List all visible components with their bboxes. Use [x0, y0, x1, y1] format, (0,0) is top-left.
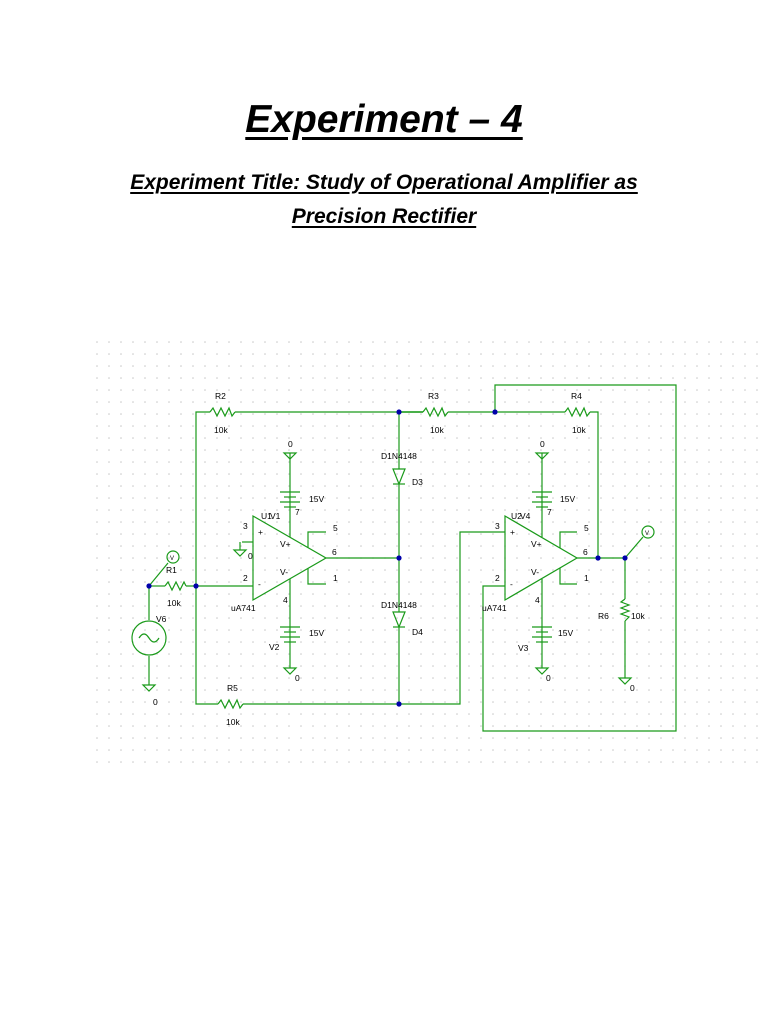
label-r5-value: 10k: [226, 717, 240, 727]
label-d3-model: D1N4148: [381, 451, 417, 461]
schematic-text: 0: [295, 673, 300, 683]
schematic-text: 0: [540, 439, 545, 449]
label-v4-value: 15V: [560, 494, 575, 504]
supply-v4: [532, 453, 552, 508]
wires: [148, 384, 677, 732]
label-d4: D4: [412, 627, 423, 637]
ac-source-v6: [131, 620, 167, 656]
schematic-text: 1: [333, 573, 338, 583]
schematic-text: 0: [153, 697, 158, 707]
label-r5: R5: [227, 683, 238, 693]
schematic-text: 0: [248, 551, 253, 561]
label-u1: U1: [261, 511, 272, 521]
ground-symbols: [141, 452, 633, 692]
schematic-grid: [90, 335, 758, 765]
schematic-text: 7: [547, 507, 552, 517]
schematic-text: V: [645, 531, 649, 537]
schematic-text: V: [170, 556, 174, 562]
schematic-text: 1: [584, 573, 589, 583]
label-v2-value: 15V: [309, 628, 324, 638]
schematic-text: -: [510, 579, 513, 589]
subtitle-line-1: Experiment Title: Study of Operational A…: [130, 171, 638, 194]
schematic-text: 0: [630, 683, 635, 693]
schematic-text: 0: [288, 439, 293, 449]
schematic-text: 4: [283, 595, 288, 605]
label-r1-value: 10k: [167, 598, 181, 608]
schematic-text: 2: [495, 573, 500, 583]
label-u2: U2: [511, 511, 522, 521]
schematic-text: V-: [531, 567, 539, 577]
label-r1: R1: [166, 565, 177, 575]
label-r4: R4: [571, 391, 582, 401]
label-v4: V4: [520, 511, 531, 521]
schematic-text: 2: [243, 573, 248, 583]
schematic-text: 0: [546, 673, 551, 683]
label-r6: R6: [598, 611, 609, 621]
schematic-text: 6: [583, 547, 588, 557]
opamp-u1: [252, 475, 328, 617]
subtitle-line-2: Precision Rectifier: [291, 205, 477, 228]
label-v1-value: 15V: [309, 494, 324, 504]
label-u2-model: uA741: [482, 603, 507, 613]
label-d3: D3: [412, 477, 423, 487]
schematic-text: +: [258, 527, 263, 537]
component-labels: R2 10k R3 10k R4 10k R5 10k R1 10k R6 10…: [153, 391, 649, 727]
label-v6: V6: [156, 614, 167, 624]
supply-v1: [280, 453, 300, 508]
schematic-text: 6: [332, 547, 337, 557]
label-v3-value: 15V: [558, 628, 573, 638]
label-r3: R3: [428, 391, 439, 401]
label-d4-model: D1N4148: [381, 600, 417, 610]
diodes: [392, 468, 406, 629]
label-r3-value: 10k: [430, 425, 444, 435]
schematic-text: V+: [531, 539, 542, 549]
label-v2: V2: [269, 642, 280, 652]
circuit-schematic: R2 10k R3 10k R4 10k R5 10k R1 10k R6 10…: [90, 335, 758, 765]
schematic-text: -: [258, 579, 261, 589]
label-v1: V1: [270, 511, 281, 521]
schematic-text: 4: [535, 595, 540, 605]
label-r6-value: 10k: [631, 611, 645, 621]
supply-v2: [280, 617, 300, 668]
voltage-probes: [148, 525, 655, 587]
label-r2-value: 10k: [214, 425, 228, 435]
experiment-subtitle: Experiment Title: Study of Operational A…: [80, 166, 688, 234]
schematic-text: 3: [243, 521, 248, 531]
schematic-text: V-: [280, 567, 288, 577]
schematic-text: 7: [295, 507, 300, 517]
schematic-text: V+: [280, 539, 291, 549]
resistors: [164, 406, 631, 710]
label-r4-value: 10k: [572, 425, 586, 435]
schematic-text: 5: [333, 523, 338, 533]
supply-v3: [532, 617, 552, 668]
label-r2: R2: [215, 391, 226, 401]
schematic-text: +: [510, 527, 515, 537]
experiment-title: Experiment – 4: [245, 98, 523, 141]
label-u1-model: uA741: [231, 603, 256, 613]
schematic-text: 3: [495, 521, 500, 531]
label-v3: V3: [518, 643, 529, 653]
junction-dots: [146, 409, 628, 707]
schematic-text: 5: [584, 523, 589, 533]
opamp-u2: [504, 475, 579, 617]
